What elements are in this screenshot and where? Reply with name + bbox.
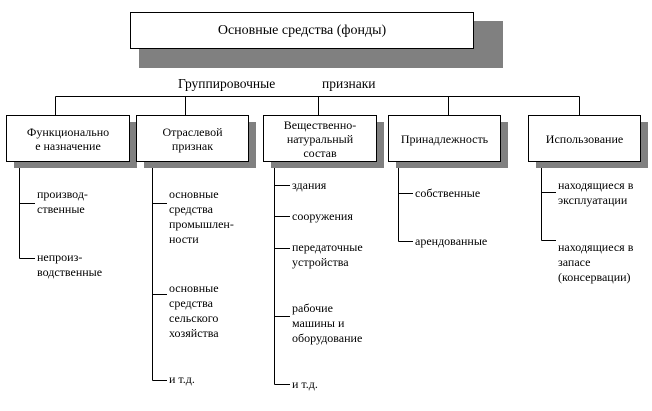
item-col-2-1: основные средства промышлен- ности <box>169 187 234 246</box>
item-col-4-2: арендованные <box>415 234 488 248</box>
item-col-5-1: находящиеся в эксплуатации <box>558 178 634 207</box>
category-label: Вещественно- натуральный состав <box>283 117 357 160</box>
title-box: Основные средства (фонды) <box>130 12 474 49</box>
category-box-usage: Использование <box>528 115 641 162</box>
category-label: Использование <box>545 131 624 146</box>
title-text: Основные средства (фонды) <box>217 22 387 38</box>
item-col-2-2: основные средства сельского хозяйства <box>169 281 219 340</box>
grouping-label-first: Группировочные <box>178 76 276 91</box>
item-col-2-3: и т.д. <box>169 372 195 386</box>
item-col-4-1: собственные <box>415 186 481 200</box>
category-box-functional-purpose: Функционально е назначение <box>6 115 130 162</box>
item-col-1-1: производ- ственные <box>37 187 88 216</box>
category-box-ownership: Принадлежность <box>388 115 501 162</box>
item-col-3-4: рабочие машины и оборудование <box>292 301 363 345</box>
category-label: Функционально е назначение <box>26 124 110 153</box>
item-col-3-2: сооружения <box>292 209 353 223</box>
grouping-label-second: признаки <box>322 76 376 91</box>
item-col-3-5: и т.д. <box>292 377 318 391</box>
item-col-3-1: здания <box>292 178 327 192</box>
category-label: Отраслевой признак <box>162 124 223 153</box>
item-col-5-2: находящиеся в запасе (консервации) <box>558 240 634 284</box>
category-box-industry: Отраслевой признак <box>136 115 249 162</box>
item-col-1-2: непроиз- водственные <box>37 250 103 279</box>
category-box-material-composition: Вещественно- натуральный состав <box>263 115 377 162</box>
item-col-3-3: передаточные устройства <box>292 240 363 269</box>
category-label: Принадлежность <box>400 131 489 146</box>
